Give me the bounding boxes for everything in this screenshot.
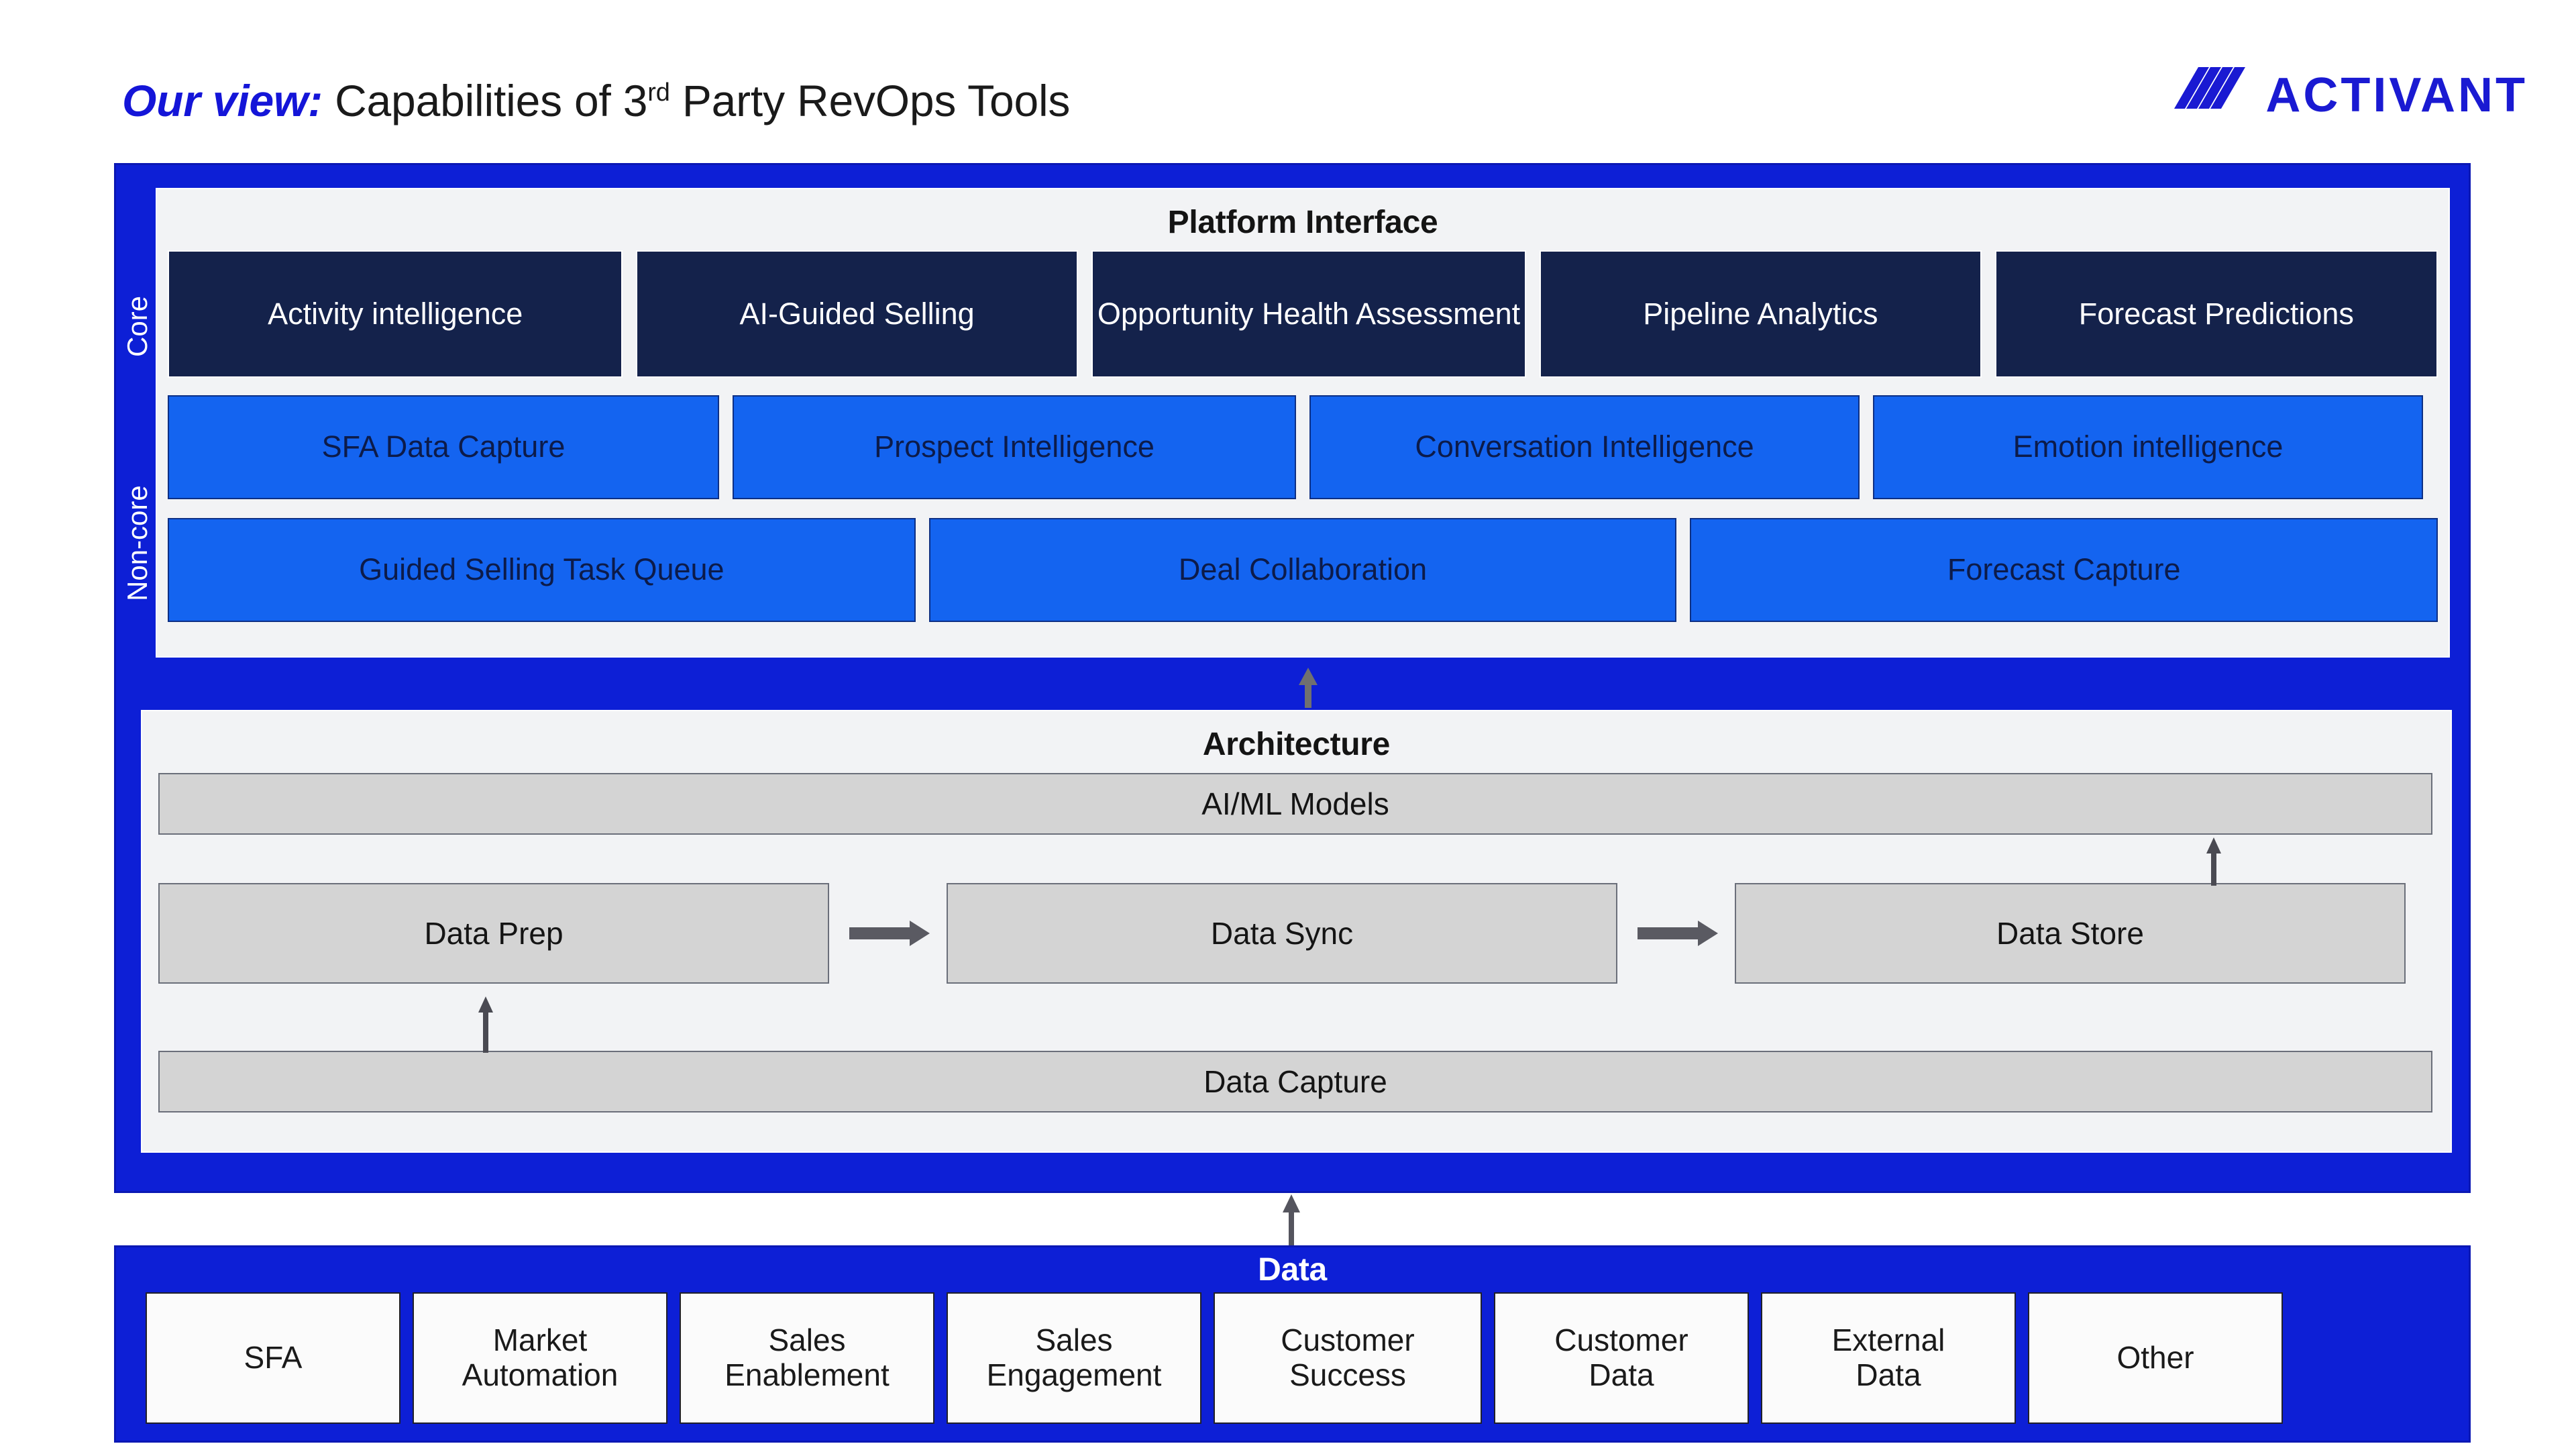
noncore-capability-tile[interactable]: Conversation Intelligence (1309, 395, 1860, 499)
arrow-pipeline-connector-icon (829, 883, 947, 984)
page-title-emphasis: Our view: (122, 76, 323, 125)
arrow-datacapture-to-dataprep-icon (476, 996, 496, 1053)
page-title: Our view: Capabilities of 3rd Party RevO… (122, 75, 1070, 126)
arrow-pipeline-connector-icon (1617, 883, 1735, 984)
noncore-capability-tile[interactable]: Prospect Intelligence (733, 395, 1296, 499)
platform-interface-panel: Platform Interface Activity intelligence… (156, 188, 2450, 658)
page-title-superscript: rd (647, 79, 670, 107)
data-source-tile[interactable]: Other (2028, 1292, 2283, 1424)
arrow-architecture-to-platform-icon (1295, 668, 1322, 708)
page-header: Our view: Capabilities of 3rd Party RevO… (0, 0, 2576, 163)
noncore-capability-tile[interactable]: Deal Collaboration (928, 518, 1677, 622)
core-capability-tile[interactable]: Activity intelligence (168, 250, 623, 378)
page-title-part-b: Party RevOps Tools (669, 76, 1071, 125)
activant-logo-text: ACTIVANT (2265, 68, 2528, 122)
architecture-pipeline-box[interactable]: Data Store (1735, 883, 2406, 984)
core-capability-tile[interactable]: Forecast Predictions (1994, 250, 2438, 378)
data-source-tile[interactable]: SFA (146, 1292, 400, 1424)
noncore-capability-tile[interactable]: Emotion intelligence (1873, 395, 2423, 499)
core-capability-tile[interactable]: Opportunity Health Assessment (1091, 250, 1527, 378)
architecture-title: Architecture (1202, 727, 1391, 762)
page-title-part-a: Capabilities of 3 (322, 76, 648, 125)
arrow-datastore-to-ml-icon (2204, 837, 2224, 886)
rail-label-noncore: Non-core (121, 485, 153, 602)
core-capability-tile[interactable]: AI-Guided Selling (636, 250, 1078, 378)
architecture-pipeline-box[interactable]: Data Sync (947, 883, 1617, 984)
arrow-data-to-architecture-icon (1278, 1194, 1305, 1245)
architecture-pipeline-row: Data Prep Data Sync Data Store (158, 883, 2432, 984)
architecture-pipeline-box[interactable]: Data Prep (158, 883, 829, 984)
platform-interface-title: Platform Interface (1167, 205, 1438, 240)
ai-ml-models-bar: AI/ML Models (158, 773, 2432, 835)
noncore-capability-tile[interactable]: Forecast Capture (1690, 518, 2438, 622)
data-capture-bar: Data Capture (158, 1051, 2432, 1112)
core-capability-tile[interactable]: Pipeline Analytics (1540, 250, 1982, 378)
noncore-capability-tile[interactable]: Guided Selling Task Queue (168, 518, 916, 622)
rail-label-core: Core (121, 295, 153, 357)
data-section-title: Data (1258, 1252, 1327, 1288)
activant-logo-mark-icon (2169, 67, 2248, 123)
noncore-capability-tile[interactable]: SFA Data Capture (168, 395, 719, 499)
activant-logo: ACTIVANT (2169, 67, 2528, 123)
